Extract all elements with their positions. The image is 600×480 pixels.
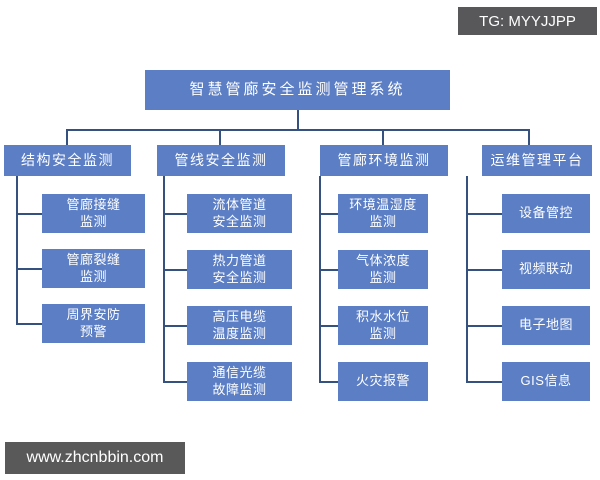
connector-drop-operations [528, 129, 530, 145]
child-node-video-linkage: 视频联动 [502, 250, 590, 289]
child-node-fluid-pipe-safety: 流体管道 安全监测 [187, 194, 292, 233]
connector-stub [16, 268, 42, 270]
branch-node-environment: 管廊环境监测 [320, 145, 448, 176]
child-node-hv-cable-temperature: 高压电缆 温度监测 [187, 306, 292, 345]
child-node-optical-cable-fault: 通信光缆 故障监测 [187, 362, 292, 401]
connector-stub [16, 213, 42, 215]
connector-branch-bus [66, 129, 530, 131]
tg-badge: TG: MYYJJPP [458, 7, 597, 35]
branch-node-operations-platform: 运维管理平台 [482, 145, 592, 176]
connector-trunk-environment [319, 176, 321, 383]
connector-root-stem [297, 110, 299, 129]
connector-drop-pipeline [219, 129, 221, 145]
connector-trunk-structural [16, 176, 18, 325]
connector-stub [319, 213, 338, 215]
child-node-gas-concentration: 气体浓度 监测 [338, 250, 428, 289]
child-node-gis-info: GIS信息 [502, 362, 590, 401]
connector-stub [319, 325, 338, 327]
connector-stub [163, 213, 187, 215]
child-node-water-level: 积水水位 监测 [338, 306, 428, 345]
connector-stub [466, 325, 502, 327]
child-node-joint-monitoring: 管廊接缝 监测 [42, 194, 145, 233]
branch-node-pipeline-safety: 管线安全监测 [157, 145, 285, 176]
child-node-electronic-map: 电子地图 [502, 306, 590, 345]
connector-stub [319, 381, 338, 383]
connector-stub [466, 213, 502, 215]
connector-stub [163, 381, 187, 383]
connector-drop-environment [382, 129, 384, 145]
branch-node-structural-safety: 结构安全监测 [4, 145, 131, 176]
connector-trunk-pipeline [163, 176, 165, 383]
connector-stub [466, 269, 502, 271]
child-node-crack-monitoring: 管廊裂缝 监测 [42, 249, 145, 288]
connector-trunk-operations [466, 176, 468, 383]
root-node-title: 智慧管廊安全监测管理系统 [145, 70, 450, 110]
watermark-url: www.zhcnbbin.com [5, 442, 185, 474]
child-node-fire-alarm: 火灾报警 [338, 362, 428, 401]
child-node-temp-humidity: 环境温湿度 监测 [338, 194, 428, 233]
child-node-device-control: 设备管控 [502, 194, 590, 233]
child-node-perimeter-warning: 周界安防 预警 [42, 304, 145, 343]
child-node-heat-pipe-safety: 热力管道 安全监测 [187, 250, 292, 289]
connector-stub [16, 323, 42, 325]
connector-drop-structural [66, 129, 68, 145]
connector-stub [466, 381, 502, 383]
connector-stub [163, 269, 187, 271]
connector-stub [163, 325, 187, 327]
connector-stub [319, 269, 338, 271]
